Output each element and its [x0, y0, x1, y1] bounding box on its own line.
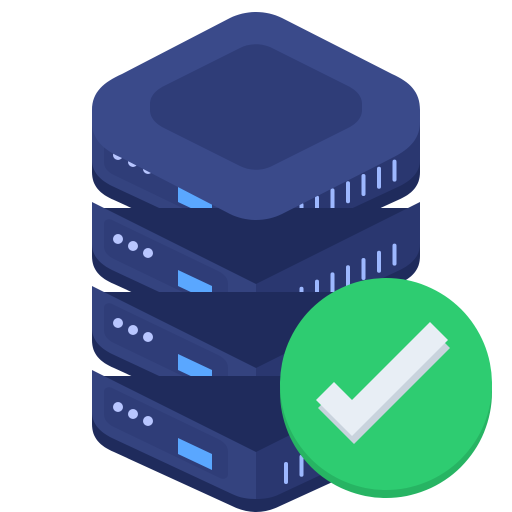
- status-led: [143, 248, 153, 258]
- check-icon: [316, 322, 448, 436]
- status-led: [113, 234, 123, 244]
- status-led: [143, 416, 153, 426]
- vent-slot: [346, 181, 350, 204]
- server-top-lid: [92, 12, 420, 220]
- vent-slot: [284, 462, 288, 484]
- display-indicator: [178, 438, 212, 470]
- status-led: [128, 325, 138, 335]
- vent-slot: [361, 258, 366, 280]
- vent-slot: [392, 243, 397, 266]
- status-led: [128, 241, 138, 251]
- vent-slot: [377, 166, 381, 189]
- vent-slot: [299, 454, 304, 477]
- vent-slot: [330, 188, 335, 211]
- status-led: [128, 409, 138, 419]
- check-badge: [280, 278, 492, 498]
- vent-slot: [377, 250, 381, 273]
- status-led: [143, 332, 153, 342]
- vent-slot: [361, 174, 366, 196]
- vent-slot: [330, 272, 335, 295]
- vent-slot: [392, 159, 397, 182]
- status-led: [113, 402, 123, 412]
- vent-slot: [346, 265, 350, 288]
- status-led: [113, 318, 123, 328]
